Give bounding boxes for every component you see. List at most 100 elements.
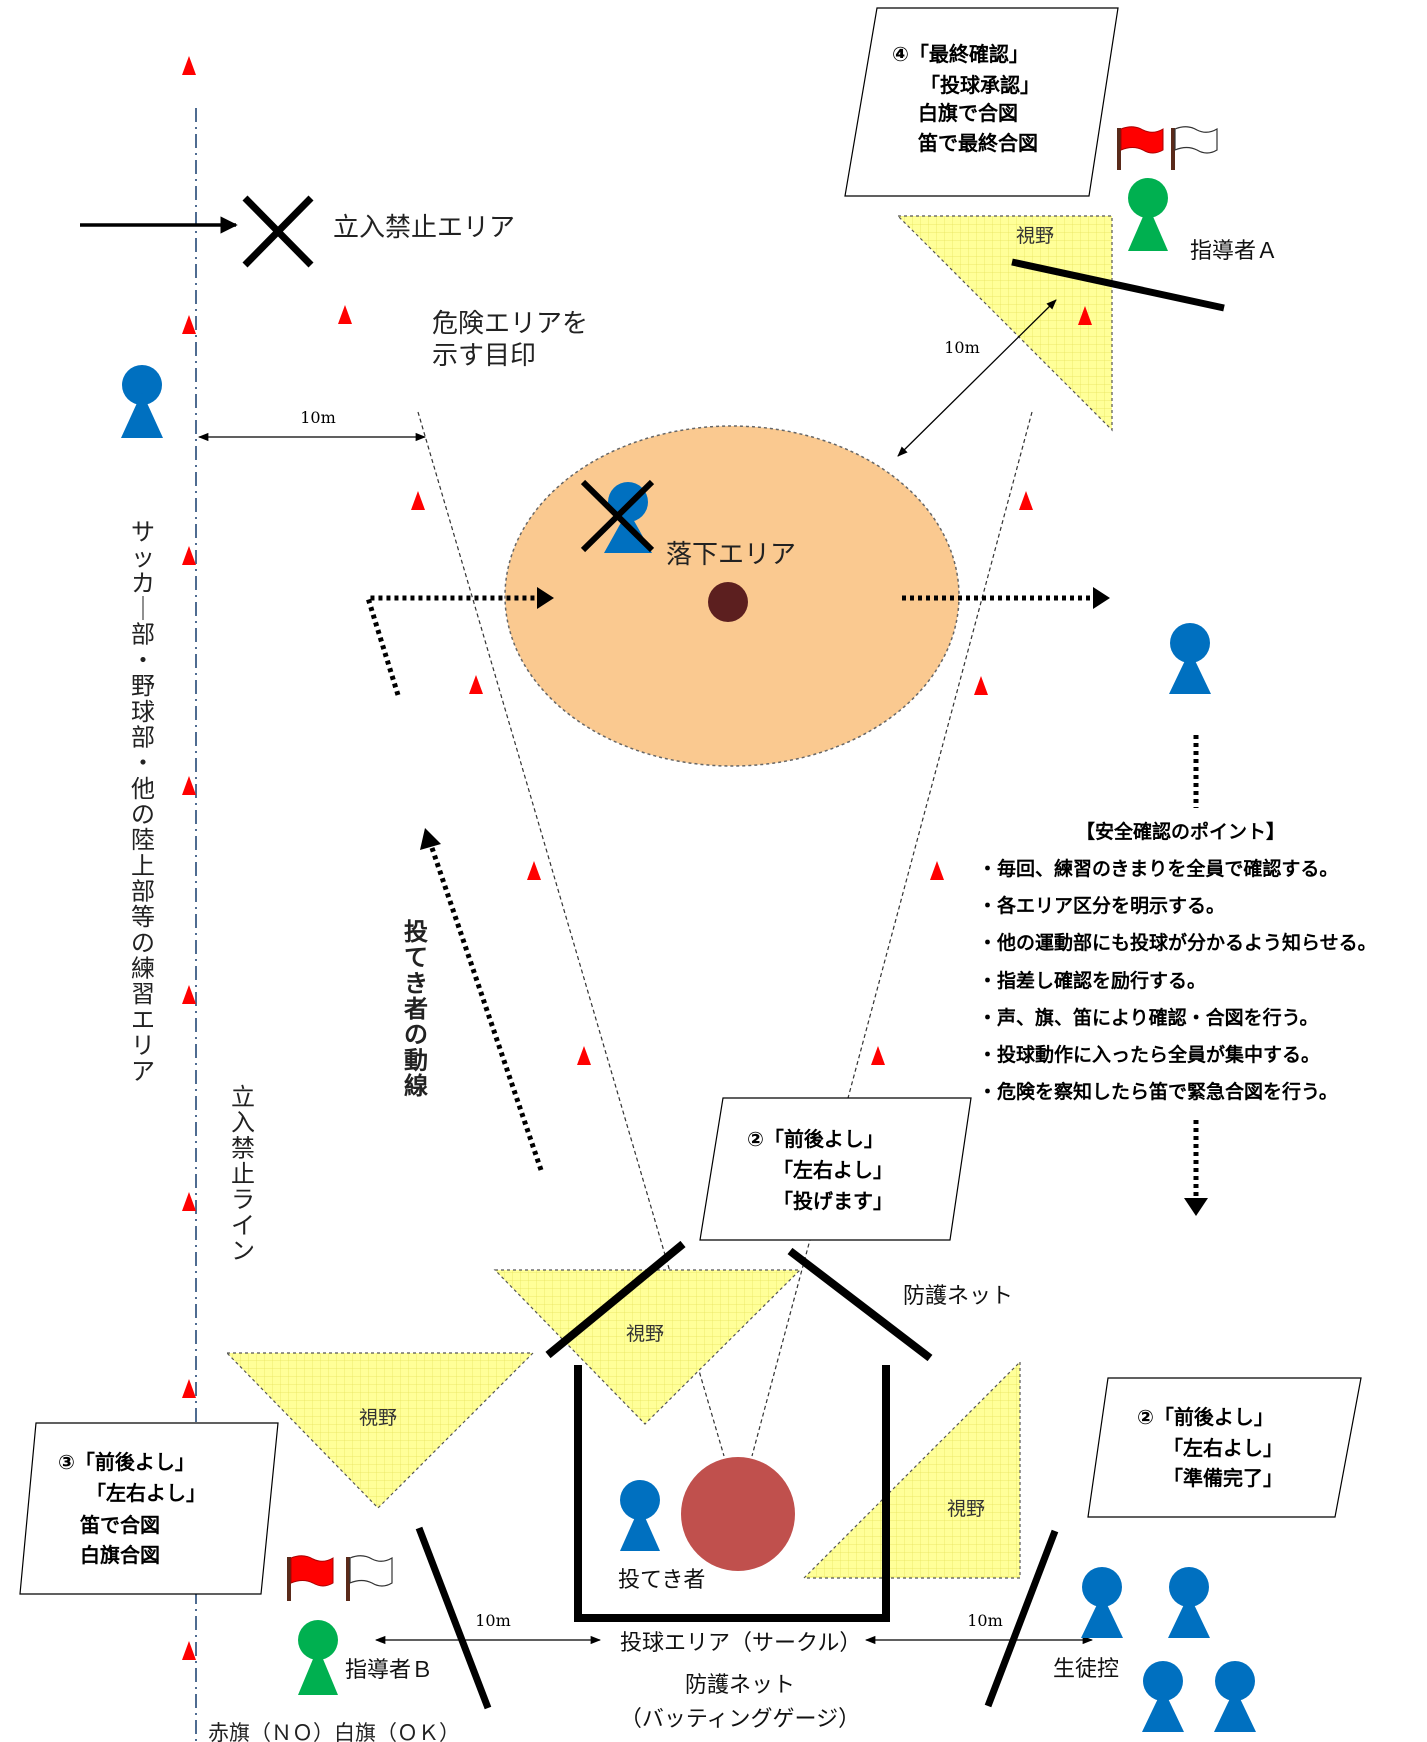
batting-cage [545,1240,933,1622]
callout-thrower-line: 「左右よし」 [773,1158,893,1182]
danger-marker-label-line1: 危険エリアを [432,309,588,339]
cone-marker [411,491,425,510]
fall-area-label: 落下エリア [666,540,796,570]
distance-arrow-coach-a [897,299,1057,457]
view-label: 視野 [1016,225,1054,247]
vertical-text: 立入禁止ライン [231,1083,255,1265]
flag-meaning-label: 赤旗（ＮＯ）白旗（ＯＫ） [208,1721,460,1742]
waiting-student-icon [1168,1567,1210,1638]
no-entry-line-label: 立入禁止ライン [231,1083,255,1265]
students-waiting-label: 生徒控 [1053,1657,1119,1682]
waiting-student-icon [1214,1661,1256,1732]
callout-coach-b-line: 笛で合図 [79,1513,160,1537]
callout-thrower-line: 「投げます」 [773,1189,893,1213]
callout-waiting-line: 「左右よし」 [1163,1436,1283,1460]
cone-marker [577,1046,591,1065]
cone-marker [871,1046,885,1065]
distance-label: 10m [475,1611,511,1630]
safety-point-item: ・各エリア区分を明示する。 [978,894,1225,917]
side-net-right [984,1529,1059,1708]
student-icon [121,365,163,438]
cone-marker [182,1379,196,1398]
cone-marker [182,56,196,75]
callout-coach-b-line: 白旗合図 [80,1543,160,1567]
safety-point-item: ・指差し確認を励行する。 [978,969,1206,992]
waiting-student-icon [1142,1661,1184,1732]
view-label: 視野 [359,1407,397,1429]
vertical-text: サッカ｜部・野球部・他の陸上部等の練習エリア [131,518,155,1085]
cone-marker [1019,491,1033,510]
protective-net-bottom-label: 防護ネット [685,1673,795,1698]
cone-marker [338,305,352,324]
coach-a-label: 指導者Ａ [1190,239,1278,264]
no-entry-cross-icon [242,195,314,268]
callout-coach-b-line: 「左右よし」 [86,1481,206,1505]
danger-markers [182,56,1092,1660]
cone-marker [974,676,988,695]
movement-arrows [364,595,1199,1198]
coach-a-net [1011,258,1225,312]
coach-a-icon [1128,178,1168,251]
distance-label: 10m [967,1611,1003,1630]
cone-marker [1078,306,1092,325]
white-flag-icon [1171,126,1218,170]
danger-marker-label-line2: 示す目印 [432,341,536,371]
callout-thrower-box [699,1097,972,1241]
callout-coach-b-line: ③「前後よし」 [58,1450,195,1474]
throwing-area-label: 投球エリア（サークル） [620,1631,861,1656]
cone-marker [527,861,541,880]
thrower-icon [620,1480,660,1551]
safety-point-item: ・投球動作に入ったら全員が集中する。 [978,1043,1320,1066]
cone-marker [182,546,196,565]
movement-arrowheads [420,587,1208,1216]
thrower-path-label: 投てき者の動線 [404,918,428,1100]
callout-final-line: 笛で最終合図 [917,131,1038,155]
landing-target [708,582,748,622]
person-crossed-icon [580,479,655,553]
cone-marker [930,861,944,880]
callout-waiting-line: 「準備完了」 [1163,1466,1283,1490]
other-clubs-area-label: サッカ｜部・野球部・他の陸上部等の練習エリア [131,518,155,1085]
cone-marker [182,1641,196,1660]
no-entry-area-label: 立入禁止エリア [333,213,515,243]
batting-cage-label: （バッティングゲージ） [620,1707,860,1732]
cone-marker [182,776,196,795]
callout-waiting-line: ②「前後よし」 [1137,1405,1274,1429]
thrower-label: 投てき者 [618,1568,705,1593]
red-flag-icon [1117,126,1164,170]
safety-point-item: ・危険を察知したら笛で緊急合図を行う。 [978,1080,1338,1103]
callout-coach-b-box [19,1422,279,1595]
side-net-left [415,1526,492,1710]
callout-final-box [844,7,1119,197]
callout-thrower-line: ②「前後よし」 [747,1127,884,1151]
cone-marker [469,675,483,694]
distance-label: 10m [300,408,336,427]
safety-point-item: ・毎回、練習のきまりを全員で確認する。 [978,857,1338,880]
callout-waiting-box [1087,1377,1362,1518]
throwing-circle [681,1457,795,1571]
view-area-waiting [802,1360,1021,1579]
safety-points-title: 【安全確認のポイント】 [1076,820,1285,843]
student-icon [1169,623,1211,694]
protective-net-label: 防護ネット [903,1284,1013,1309]
view-area-coach-b [225,1352,535,1509]
view-label: 視野 [947,1498,985,1520]
white-flag-icon [346,1555,393,1601]
distance-label: 10m [944,338,980,357]
red-flag-icon [287,1555,334,1601]
cone-marker [182,315,196,334]
callout-final-line: 白旗で合図 [918,101,1018,125]
safety-point-item: ・他の運動部にも投球が分かるよう知らせる。 [978,931,1377,954]
cone-marker [182,985,196,1004]
view-area-thrower [493,1269,802,1425]
coach-b-icon [298,1620,338,1695]
coach-b-label: 指導者Ｂ [345,1658,433,1683]
vertical-text: 投てき者の動線 [404,918,428,1100]
safety-point-item: ・声、旗、笛により確認・合図を行う。 [978,1006,1318,1029]
view-label: 視野 [626,1323,664,1345]
callout-final-line: 「投球承認」 [920,73,1040,97]
callout-final-line: ④「最終確認」 [892,42,1029,66]
waiting-student-icon [1081,1567,1123,1638]
cone-marker [182,1192,196,1211]
